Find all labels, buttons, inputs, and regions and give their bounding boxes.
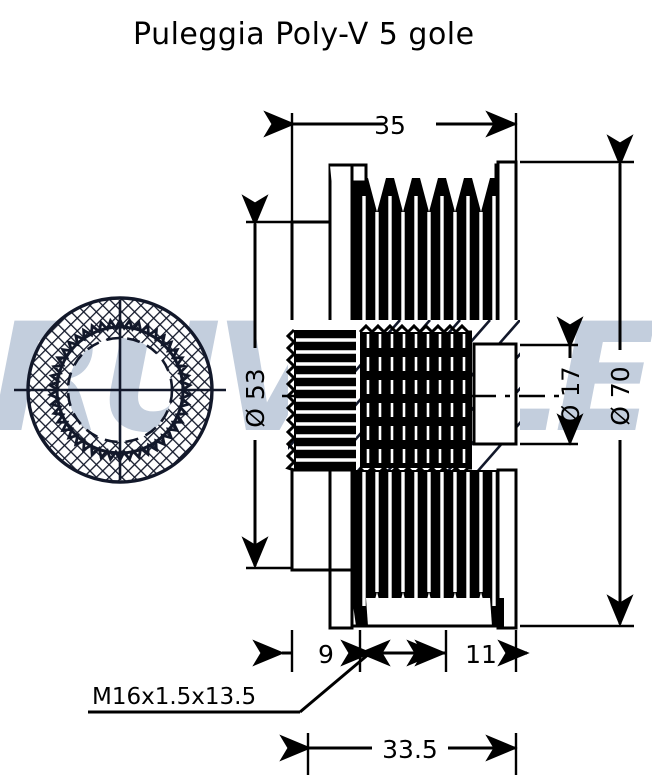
front-view-centerlines [14, 300, 226, 480]
splined-bore [358, 323, 472, 477]
hub-outer-left-lower [290, 468, 332, 572]
dimension-label-53: Ø 53 [241, 368, 270, 427]
thread-spec-label: M16x1.5x13.5 [92, 684, 256, 710]
dimension-label-35: 35 [374, 111, 406, 140]
dimension-label-11: 11 [465, 640, 497, 669]
dimension-belt-diameter-53: Ø 53 [241, 194, 292, 570]
dimension-outer-diameter-70: Ø 70 [520, 134, 635, 628]
section-lower-half [290, 468, 518, 630]
dimension-total-length-33-5: 33.5 [279, 733, 518, 775]
front-view-splined-ring [14, 296, 226, 484]
poly-v-grooves-lower [368, 592, 490, 626]
bore-right-cavity [472, 342, 518, 446]
dimension-groove-length-11: 11 [406, 630, 530, 672]
page-title: Puleggia Poly-V 5 gole [133, 17, 475, 52]
dimension-label-70: Ø 70 [606, 366, 635, 425]
dimension-bore-diameter-17: Ø 17 [520, 316, 585, 446]
right-rim-lower [496, 468, 518, 630]
section-core-bore [282, 320, 560, 477]
internal-thread-m16 [285, 328, 356, 472]
dimension-label-33-5: 33.5 [382, 735, 438, 764]
section-view-pulley [282, 160, 560, 630]
dimension-label-17: Ø 17 [557, 366, 585, 423]
dimension-label-9: 9 [318, 640, 334, 669]
dimension-top-width-35: 35 [263, 110, 518, 225]
poly-v-grooves-upper [368, 178, 490, 212]
pulley-ribs-lower [362, 472, 496, 606]
thread-note-leader: M16x1.5x13.5 [88, 651, 371, 714]
